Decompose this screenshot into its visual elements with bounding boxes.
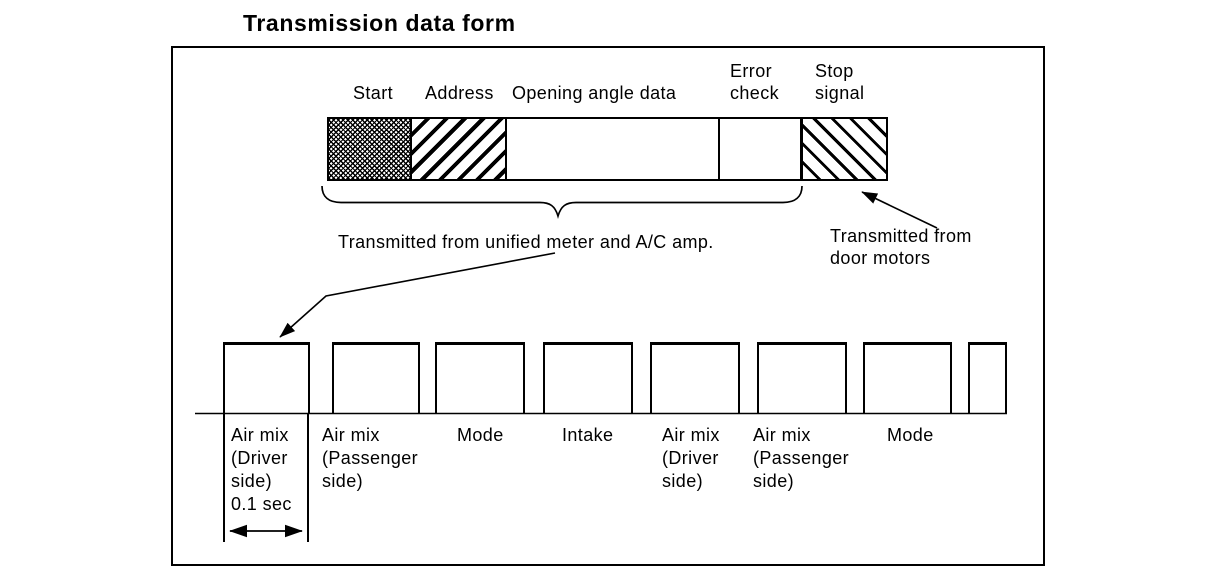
pulse-mode-2 xyxy=(863,342,952,413)
segment-label-error-check: Error check xyxy=(730,61,780,103)
segment-error-check xyxy=(718,119,800,179)
pulse-partial xyxy=(968,342,1007,413)
pulse-intake xyxy=(543,342,633,413)
segment-label-start: Start xyxy=(353,83,394,103)
pulse-label-air-mix-driver-1: Air mix (Driver side) 0.1 sec xyxy=(231,425,292,514)
data-frame-bar xyxy=(327,117,888,181)
pulse-label-intake: Intake xyxy=(562,425,614,445)
pulse-label-mode-2: Mode xyxy=(887,425,934,445)
pulse-label-air-mix-passenger-2: Air mix (Passenger side) xyxy=(753,425,850,491)
pulse-air-mix-driver-1 xyxy=(223,342,310,413)
pulse-label-mode-1: Mode xyxy=(457,425,504,445)
segment-start xyxy=(329,119,410,179)
caption-door-motors: Transmitted from door motors xyxy=(830,226,972,268)
pulse-label-air-mix-driver-2: Air mix (Driver side) xyxy=(662,425,720,491)
figure-title: Transmission data form xyxy=(243,10,516,36)
segment-label-stop-signal: Stop signal xyxy=(815,61,865,103)
segment-label-opening-angle-data: Opening angle data xyxy=(512,83,677,103)
pulse-mode-1 xyxy=(435,342,525,413)
diagram-border xyxy=(171,46,1045,566)
pulse-air-mix-passenger-1 xyxy=(332,342,420,413)
caption-unified-meter-amp: Transmitted from unified meter and A/C a… xyxy=(338,232,714,252)
segment-opening-angle-data xyxy=(505,119,718,179)
pulse-air-mix-driver-2 xyxy=(650,342,740,413)
pulse-air-mix-passenger-2 xyxy=(757,342,847,413)
pulse-label-air-mix-passenger-1: Air mix (Passenger side) xyxy=(322,425,419,491)
segment-address xyxy=(410,119,505,179)
segment-stop-signal xyxy=(800,119,886,179)
segment-label-address: Address xyxy=(425,83,494,103)
